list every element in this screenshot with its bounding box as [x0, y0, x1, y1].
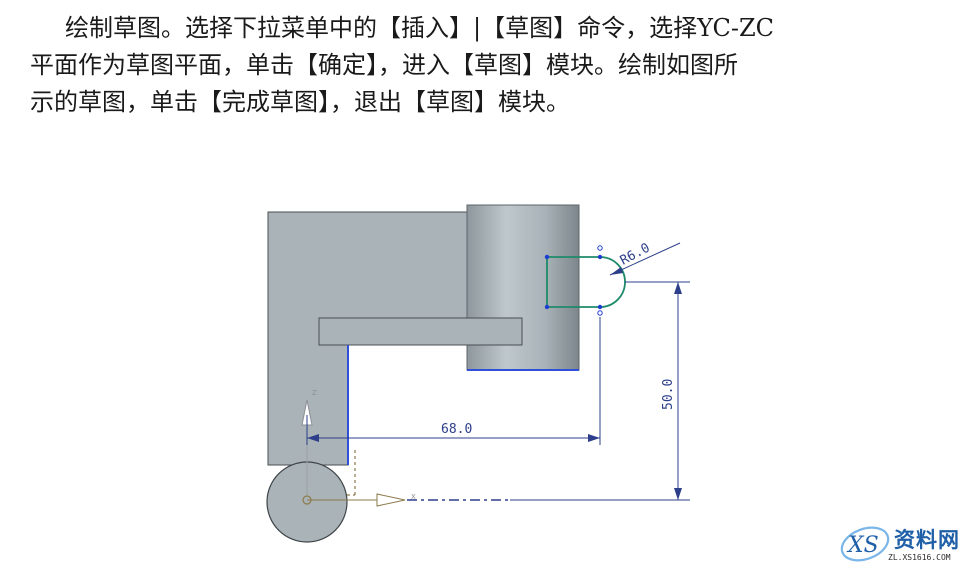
svg-text:XS: XS: [846, 533, 879, 558]
cylinder-block: [466, 204, 580, 371]
watermark-url: ZL.XS1616.COM: [888, 553, 951, 562]
height-arrow-bottom: [674, 488, 682, 500]
watermark-brand: 资料网: [894, 528, 960, 552]
x-axis-arrow: [376, 493, 406, 507]
paragraph-line-3: 示的草图，单击【完成草图】，退出【草图】模块。: [30, 88, 570, 116]
sketch-vertex-points: [544, 254, 603, 310]
width-arrow-right: [588, 434, 600, 442]
site-watermark: XS 资料网 ZL.XS1616.COM: [838, 522, 970, 568]
radius-arrow: [610, 267, 623, 275]
dimension-radius: R6.0: [618, 241, 653, 269]
bracket-arm: [318, 317, 523, 346]
arc-top-point: [597, 245, 603, 251]
dimension-height: 50.0: [661, 379, 676, 410]
watermark-logo-icon: XS: [840, 526, 890, 562]
arc-bottom-point: [597, 310, 603, 316]
instruction-paragraph: 绘制草图。选择下拉菜单中的【插入】|【草图】命令，选择YC-ZC 平面作为草图平…: [30, 10, 960, 121]
paragraph-line-1: 绘制草图。选择下拉菜单中的【插入】|【草图】命令，选择YC-ZC: [65, 14, 775, 42]
cad-sketch-figure: Z X R6.0 68.0 50.0: [255, 195, 715, 549]
height-arrow-top: [674, 282, 682, 294]
z-axis-label: Z: [312, 389, 317, 397]
datum-marker: [347, 450, 356, 496]
sketch-profile: [546, 256, 626, 308]
sketch-canvas: Z X R6.0 68.0 50.0: [266, 204, 690, 543]
paragraph-line-2: 平面作为草图平面，单击【确定】，进入【草图】模块。绘制如图所: [30, 51, 738, 79]
dimension-width: 68.0: [441, 422, 472, 437]
x-axis-label: X: [411, 493, 416, 501]
width-arrow-left: [307, 434, 319, 442]
